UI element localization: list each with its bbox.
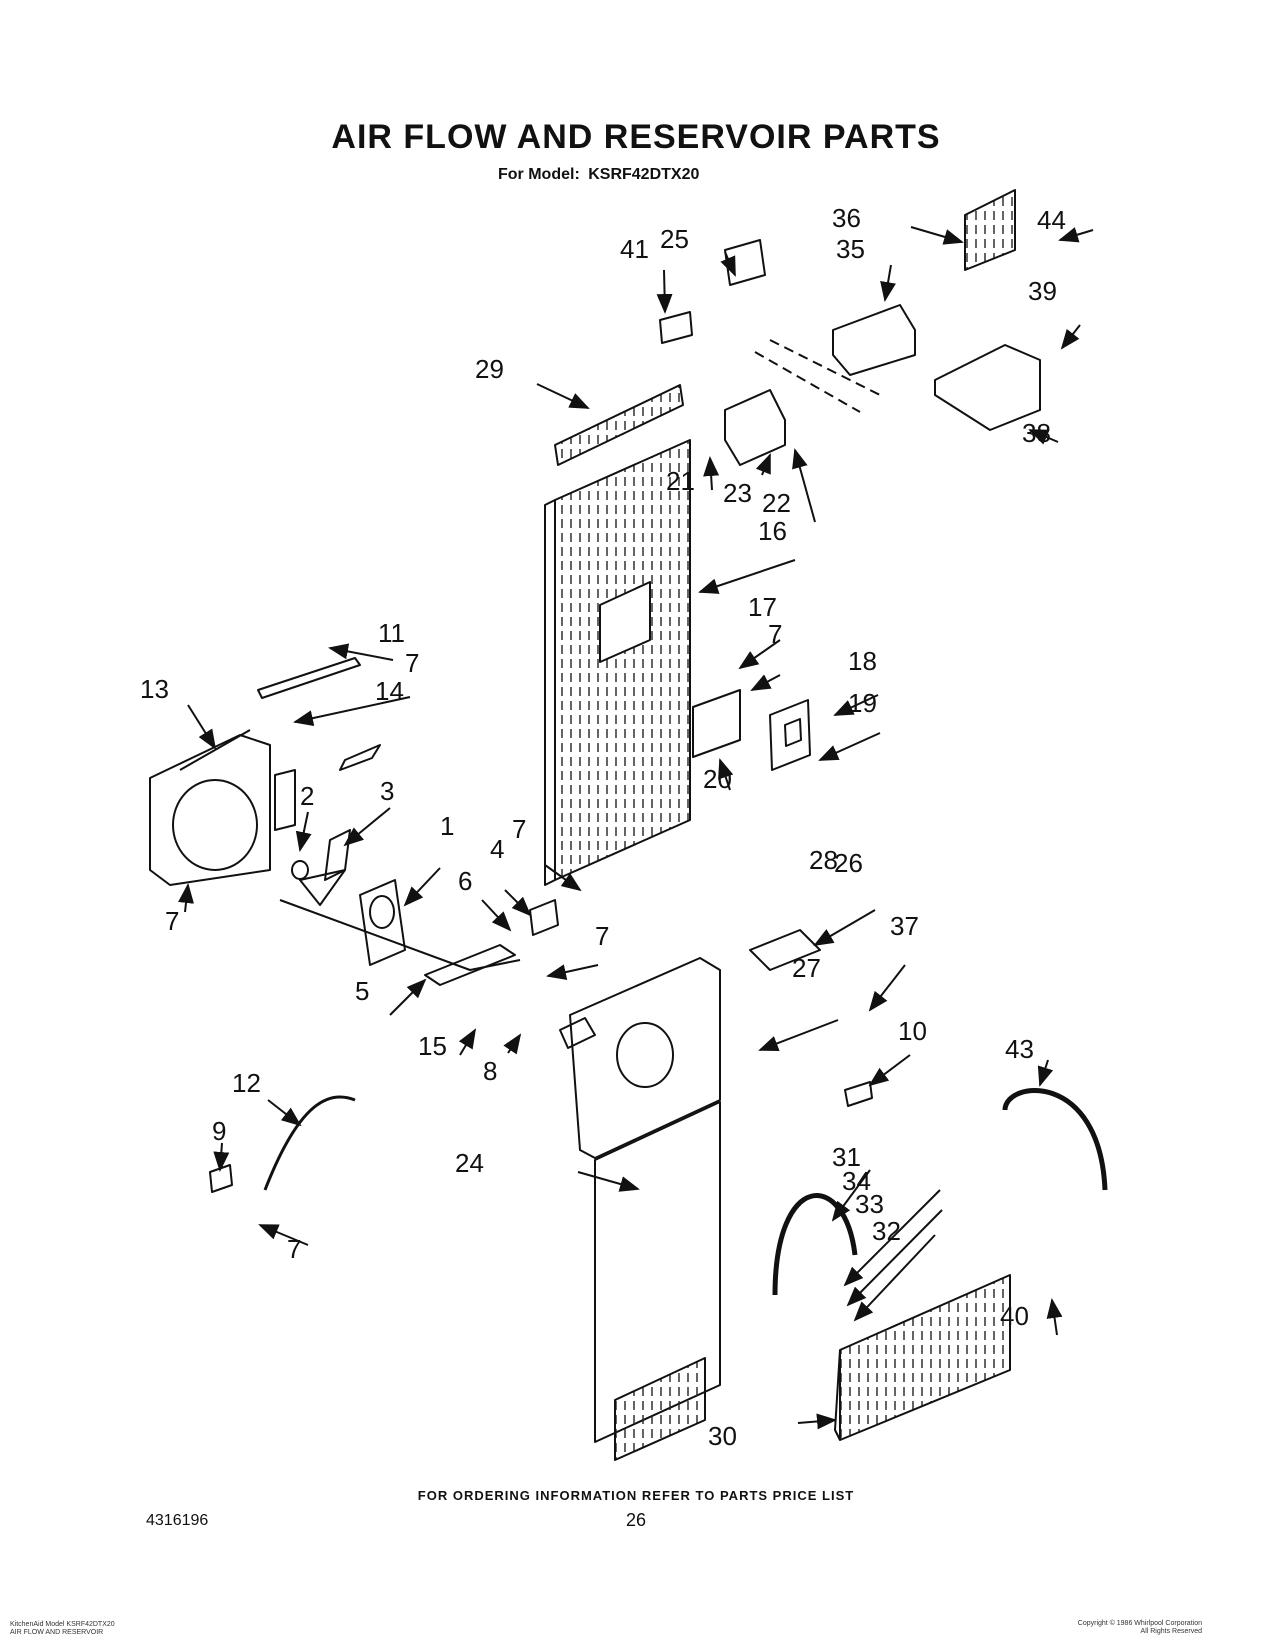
water-valve	[832, 304, 916, 376]
callout-4: 4	[490, 834, 504, 864]
callout-38: 38	[1022, 418, 1051, 448]
callout-35: 35	[836, 234, 865, 264]
callout-43: 43	[1005, 1034, 1034, 1064]
callout-6: 6	[458, 866, 472, 896]
water-reservoir	[834, 1274, 1011, 1441]
callout-41: 41	[620, 234, 649, 264]
ordering-note: FOR ORDERING INFORMATION REFER TO PARTS …	[417, 1488, 855, 1503]
callout-18: 18	[848, 646, 877, 676]
rear-air-panel	[544, 439, 691, 886]
model-number: KSRF42DTX20	[588, 166, 700, 183]
valve-support	[934, 344, 1041, 431]
callout-23: 23	[723, 478, 752, 508]
callout-29: 29	[475, 354, 504, 384]
callout-19: 19	[848, 688, 877, 718]
outlet-tube	[1002, 1087, 1108, 1191]
fine-print-left: KitchenAid Model KSRF42DTX20 AIR FLOW AN…	[10, 1621, 115, 1637]
inlet-tube	[772, 1193, 858, 1296]
callout-24: 24	[455, 1148, 484, 1178]
callout-3: 3	[380, 776, 394, 806]
callout-22: 22	[762, 488, 791, 518]
callout-5: 5	[355, 976, 369, 1006]
callout-7: 7	[768, 619, 782, 649]
callout-2: 2	[300, 781, 314, 811]
fine-print-line: AIR FLOW AND RESERVOIR	[10, 1629, 104, 1636]
callout-13: 13	[140, 674, 169, 704]
switch	[724, 239, 766, 286]
dispenser-housing	[769, 699, 811, 771]
page-number: 26	[626, 1510, 647, 1530]
callout-30: 30	[708, 1421, 737, 1451]
callout-10: 10	[898, 1016, 927, 1046]
air-grille	[554, 384, 684, 466]
model-line: For Model: KSRF42DTX20	[498, 166, 699, 184]
callout-8: 8	[483, 1056, 497, 1086]
callout-32: 32	[872, 1216, 901, 1246]
callout-11: 11	[378, 618, 405, 648]
callout-15: 15	[418, 1031, 447, 1061]
callout-33: 33	[855, 1189, 884, 1219]
callout-44: 44	[1037, 205, 1066, 235]
cover-plate	[692, 689, 741, 758]
fine-print-line: All Rights Reserved	[1140, 1628, 1202, 1635]
callout-20: 20	[703, 764, 732, 794]
model-label: For Model:	[498, 166, 580, 183]
callout-34: 34	[842, 1166, 871, 1196]
foam-block	[749, 929, 821, 971]
callout-25: 25	[660, 224, 689, 254]
fine-print-right: Copyright © 1986 Whirlpool Corporation A…	[1078, 1620, 1202, 1636]
callout-7: 7	[405, 648, 419, 678]
callout-14: 14	[375, 676, 404, 706]
callout-39: 39	[1028, 276, 1057, 306]
callout-16: 16	[758, 516, 787, 546]
callout-31: 31	[832, 1142, 861, 1172]
callout-27: 27	[792, 953, 821, 983]
valve-cover	[964, 189, 1016, 271]
callout-1: 1	[440, 811, 454, 841]
callout-37: 37	[890, 911, 919, 941]
callout-17: 17	[748, 592, 777, 622]
callout-7: 7	[512, 814, 526, 844]
callout-36: 36	[832, 203, 861, 233]
light-socket	[659, 311, 693, 344]
wire-harness	[263, 1095, 356, 1191]
fan-motor-assembly	[279, 829, 521, 971]
control-bracket	[724, 389, 786, 466]
callout-26: 26	[834, 848, 863, 878]
callout-7: 7	[287, 1234, 301, 1264]
motor-bracket	[424, 899, 559, 986]
callout-12: 12	[232, 1068, 261, 1098]
callout-40: 40	[1000, 1301, 1029, 1331]
fine-print-line: KitchenAid Model KSRF42DTX20	[10, 1621, 115, 1628]
clip	[339, 744, 381, 771]
fine-print-line: Copyright © 1986 Whirlpool Corporation	[1077, 1620, 1202, 1627]
tube-clip	[844, 1081, 873, 1107]
document-number: 4316196	[146, 1512, 209, 1529]
callout-9: 9	[212, 1116, 226, 1146]
callout-21: 21	[666, 466, 695, 496]
callout-7: 7	[595, 921, 609, 951]
damper-bar	[257, 657, 361, 699]
page-title: AIR FLOW AND RESERVOIR PARTS	[331, 118, 941, 156]
fan-housing	[149, 729, 296, 886]
lower-cover-panel	[559, 957, 721, 1461]
callout-28: 28	[809, 845, 838, 875]
callout-7: 7	[165, 906, 179, 936]
